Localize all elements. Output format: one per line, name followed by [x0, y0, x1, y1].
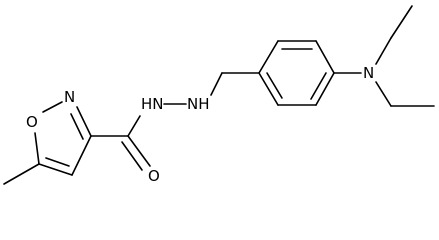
bond-ring-3: [315, 40, 335, 74]
bond-n-c3-double: [70, 113, 84, 140]
bond-c4-c5-double: [45, 157, 70, 167]
bond-c3-c4: [71, 135, 92, 176]
bond-methyl: [3, 163, 40, 185]
bond-c4-c5: [38, 163, 73, 176]
bond-carbonyl-hn: [127, 115, 141, 137]
bond-carbonyl-o: [127, 135, 151, 167]
diethylamino-group: [333, 5, 435, 107]
bond-ring-1: [258, 40, 279, 74]
bond-ring-4: [315, 72, 335, 106]
bond-ring-inner-2: [310, 72, 327, 100]
molecule-structure-diagram: O N O HN NH N: [3, 5, 435, 185]
carbonyl-oxygen-label: O: [148, 167, 160, 185]
bond-carbonyl-o-double: [121, 141, 143, 171]
bond-n-c3: [76, 106, 92, 137]
hydrazine-nh-label: NH: [187, 95, 210, 113]
amine-nitrogen-label: N: [363, 64, 374, 82]
bond-ethyl1-ch3: [390, 5, 413, 39]
bond-n-ethyl2-ch2: [375, 81, 392, 107]
bond-nh-ch2: [210, 72, 223, 96]
hydrazine-hn-label: HN: [141, 95, 164, 113]
bond-n-ethyl1-ch2: [375, 37, 392, 65]
bond-ring-6: [258, 72, 279, 106]
bond-ring-inner-3: [266, 72, 283, 99]
bond-o-n: [42, 101, 63, 113]
ring-oxygen-label: O: [26, 113, 38, 131]
ring-nitrogen-label: N: [64, 88, 75, 106]
isoxazole-ring: [3, 101, 92, 185]
carbohydrazide: [90, 72, 260, 171]
bond-c5-o: [34, 132, 40, 165]
benzene-ring: [258, 40, 335, 106]
